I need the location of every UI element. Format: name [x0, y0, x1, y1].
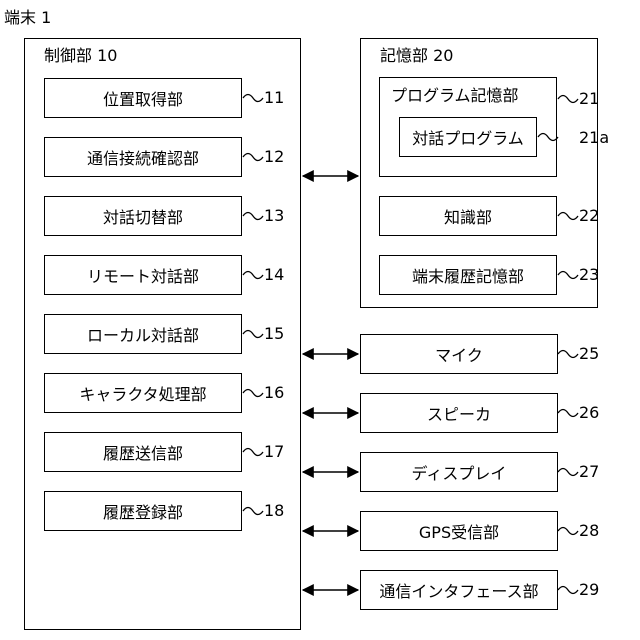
control-unit: リモート対話部	[44, 255, 242, 295]
ref-number: 26	[579, 403, 599, 423]
terminal-title: 端末 1	[4, 8, 51, 28]
control-unit: 履歴送信部	[44, 432, 242, 472]
ref-leader	[558, 410, 578, 417]
ref-number: 13	[264, 206, 284, 226]
ref-number: 21	[579, 89, 599, 109]
unit-label: 端末履歴記憶部	[412, 263, 524, 287]
unit-label: 履歴登録部	[103, 499, 183, 523]
ref-number: 15	[264, 324, 284, 344]
control-unit: ローカル対話部	[44, 314, 242, 354]
unit-label: ディスプレイ	[412, 460, 507, 484]
unit-label: リモート対話部	[87, 263, 199, 287]
peripheral-unit: ディスプレイ	[360, 452, 558, 492]
control-title: 制御部 10	[44, 46, 117, 66]
unit-label: 通信接続確認部	[87, 145, 199, 169]
history-storage-unit: 端末履歴記憶部	[379, 255, 557, 295]
unit-label: マイク	[435, 342, 483, 366]
ref-number: 27	[579, 462, 599, 482]
ref-number: 17	[264, 442, 284, 462]
unit-label: スピーカ	[427, 401, 491, 425]
ref-number: 12	[264, 147, 284, 167]
control-unit: 通信接続確認部	[44, 137, 242, 177]
peripheral-unit: マイク	[360, 334, 558, 374]
ref-number: 14	[264, 265, 284, 285]
ref-leader	[558, 587, 578, 594]
ref-number: 25	[579, 344, 599, 364]
ref-number: 29	[579, 580, 599, 600]
unit-label: GPS受信部	[419, 519, 499, 543]
unit-label: ローカル対話部	[87, 322, 199, 346]
ref-leader	[558, 469, 578, 476]
unit-label: 履歴送信部	[103, 440, 183, 464]
peripheral-unit: スピーカ	[360, 393, 558, 433]
control-unit: 位置取得部	[44, 78, 242, 118]
ref-number: 23	[579, 265, 599, 285]
knowledge-unit: 知識部	[379, 196, 557, 236]
unit-label: 対話プログラム	[412, 125, 524, 149]
unit-label: 位置取得部	[103, 86, 183, 110]
peripheral-unit: GPS受信部	[360, 511, 558, 551]
storage-title: 記憶部 20	[380, 46, 453, 66]
unit-label: 対話切替部	[103, 204, 183, 228]
control-unit: キャラクタ処理部	[44, 373, 242, 413]
ref-number: 18	[264, 501, 284, 521]
program-storage-label: プログラム記憶部	[391, 86, 519, 106]
ref-number: 11	[264, 88, 284, 108]
dialogue-program: 対話プログラム	[399, 117, 537, 157]
control-unit: 履歴登録部	[44, 491, 242, 531]
ref-number: 22	[579, 206, 599, 226]
ref-leader	[558, 351, 578, 358]
ref-leader	[558, 528, 578, 535]
unit-label: 通信インタフェース部	[379, 578, 538, 602]
ref-number: 21a	[579, 128, 609, 148]
unit-label: キャラクタ処理部	[79, 381, 206, 405]
unit-label: 知識部	[444, 204, 492, 228]
ref-number: 16	[264, 383, 284, 403]
peripheral-unit: 通信インタフェース部	[360, 570, 558, 610]
control-unit: 対話切替部	[44, 196, 242, 236]
ref-number: 28	[579, 521, 599, 541]
